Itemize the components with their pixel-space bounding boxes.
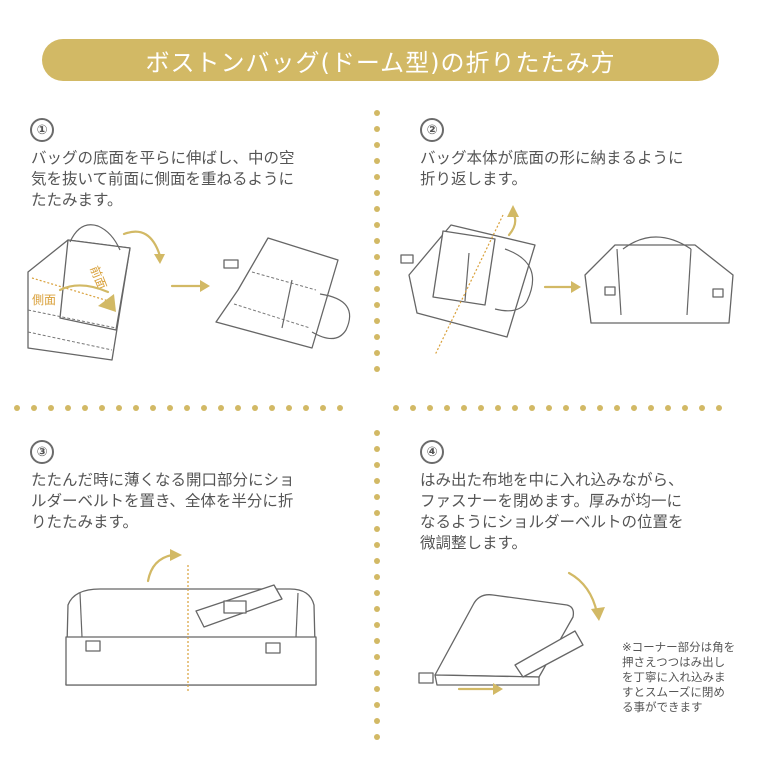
belt-4 [514,630,584,678]
fold-arrow-3 [146,553,174,583]
step-2-number: ② [420,118,444,142]
vertical-divider-top [372,110,382,382]
step-4-number: ④ [420,440,444,464]
close-arrow [567,571,599,615]
step-2-illustration [400,205,734,356]
step-3-number: ③ [30,440,54,464]
step-1-number: ① [30,118,54,142]
label-side: 側面 [32,293,56,307]
result-bag [584,244,734,324]
step-1-text: バッグの底面を平らに伸ばし、中の空 気を抜いて前面に側面を重ねるように たたみま… [31,149,295,209]
step-2-text: バッグ本体が底面の形に納まるように 折り返します。 [420,149,684,188]
page-title: ボストンバッグ(ドーム型)の折りたたみ方 [145,48,616,77]
title-banner: ボストンバッグ(ドーム型)の折りたたみ方 [42,39,719,81]
step-3-text: たたんだ時に薄くなる開口部分にショ ルダーベルトを置き、全体を半分に折 りたたみ… [31,471,295,531]
bag-handle-2 [494,248,534,312]
step-4-illustration [418,571,605,695]
folded-handle [311,293,351,340]
horizontal-divider-left [14,404,354,412]
horizontal-divider-right [393,404,733,412]
step-1-illustration: 前面 側面 [27,224,351,361]
step-3-illustration [65,549,317,693]
fold-line [434,214,504,356]
corner-note: ※コーナー部分は角を 押さえつつはみ出し を丁寧に入れ込みま すとスムーズに閉め… [622,640,736,714]
bag-handle [69,224,121,251]
fold-arrow [122,230,162,258]
folded-bag-4 [434,594,575,678]
zipper-pull [418,672,434,684]
vertical-divider-bottom [372,430,382,750]
folded-bag [215,237,339,349]
step-4-text: はみ出た布地を中に入れ込みながら、 ファスナーを閉めます。厚みが均一に なるよう… [420,471,684,552]
push-arrow [98,294,116,312]
